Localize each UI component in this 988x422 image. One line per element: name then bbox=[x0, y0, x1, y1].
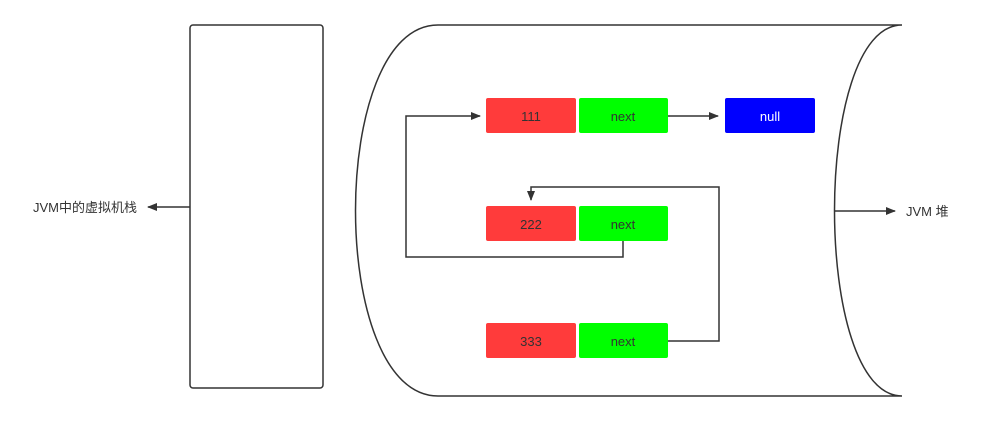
node-111-value-box bbox=[486, 98, 576, 133]
heap-label: JVM 堆 bbox=[906, 204, 949, 219]
null-node-label: null bbox=[760, 109, 780, 124]
node-333-value-box bbox=[486, 323, 576, 358]
node-222-value-box bbox=[486, 206, 576, 241]
node-333-value: 333 bbox=[520, 334, 542, 349]
arrow-333-to-222 bbox=[527, 186, 720, 342]
node-111-value: 111 bbox=[521, 109, 541, 124]
arrow-222-to-111 bbox=[405, 112, 624, 258]
node-222-next-label: next bbox=[611, 217, 636, 232]
stack-box bbox=[189, 24, 324, 389]
stack-label: JVM中的虚拟机栈 bbox=[33, 200, 137, 215]
node-222-next-box bbox=[579, 206, 668, 241]
node-333-next-box bbox=[579, 323, 668, 358]
node-222-value: 222 bbox=[520, 217, 542, 232]
node-111-next-label: next bbox=[611, 109, 636, 124]
node-333-next-label: next bbox=[611, 334, 636, 349]
node-111-next-box bbox=[579, 98, 668, 133]
null-node-box bbox=[725, 98, 815, 133]
